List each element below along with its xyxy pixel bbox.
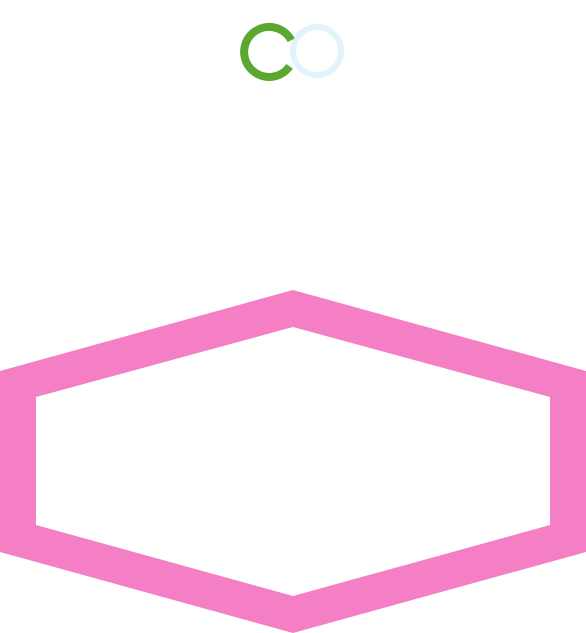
- green-open-ring-icon: [240, 22, 295, 81]
- light-blue-ring-icon: [290, 24, 344, 78]
